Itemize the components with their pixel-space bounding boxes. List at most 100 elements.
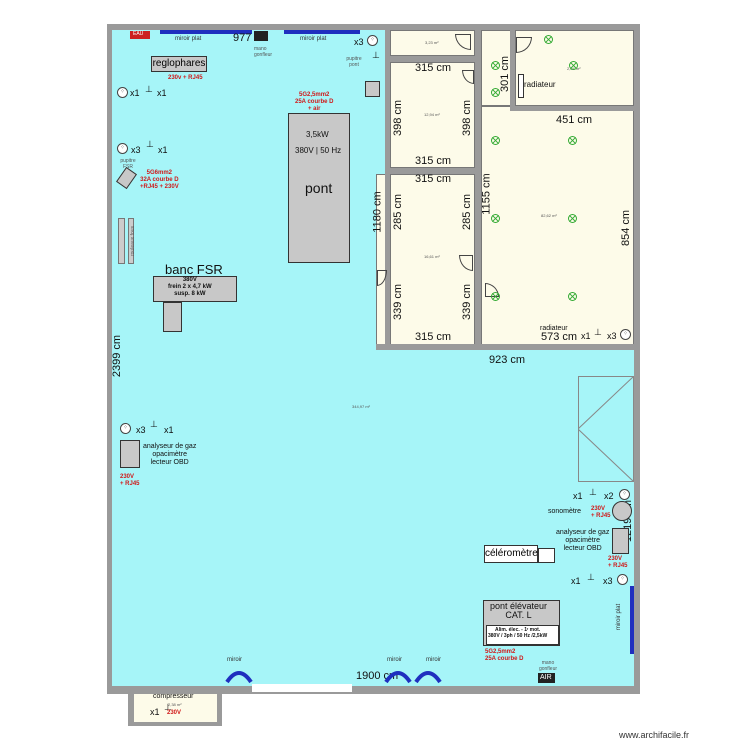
- x1-d: x1: [581, 331, 591, 341]
- wall-h-4: [376, 344, 634, 350]
- area-comp: 2,38 m²: [168, 702, 182, 707]
- dim-923: 923 cm: [489, 354, 526, 366]
- wall-v-1: [385, 30, 390, 348]
- sonometre-icon: [612, 501, 632, 521]
- power-sono: 230V + RJ45: [591, 506, 611, 519]
- dim-315-c: 315 cm: [415, 173, 452, 185]
- analyseur-1-label: analyseur de gaz opacimètre lecteur OBD: [143, 443, 197, 466]
- room-large: [481, 106, 634, 346]
- mirror-right-label: miroir plat: [616, 603, 623, 631]
- watermark: www.archifacile.fr: [619, 730, 690, 740]
- pont-kw: 3,5kW: [306, 130, 329, 139]
- dim-573: 573 cm: [541, 331, 578, 343]
- wall-h-3: [510, 106, 634, 111]
- lamp-icon: [491, 292, 500, 301]
- x1-comp: x1: [150, 707, 160, 717]
- mirror-top-2-label: miroir plat: [300, 36, 327, 42]
- water-label: EAU: [133, 31, 144, 37]
- banc-fsr-stem: [163, 302, 182, 332]
- sonometre-label: sonomètre: [548, 508, 582, 515]
- banc-fsr-box: 380V frein 2 x 4,7 kW susp. 8 kW: [153, 276, 237, 302]
- banc-fsr-label: banc FSR: [165, 262, 223, 277]
- dim-315-a: 315 cm: [415, 62, 452, 74]
- sectional-door: [578, 376, 634, 482]
- pont-elevateur-box: pont élévateur CAT. L Alim. élec. - 1ʳ m…: [483, 600, 560, 646]
- x1-c: x1: [158, 145, 168, 155]
- rj45-g-icon: ⊥: [587, 572, 595, 582]
- rouleaux-label: rouleaux fous: [130, 225, 137, 257]
- analyseur-2-box: [612, 528, 629, 554]
- mano-gonfleur-top-label: mano gonfleur: [254, 46, 273, 58]
- socket-top-icon: ⁘: [367, 35, 378, 46]
- dim-451: 451 cm: [556, 114, 593, 126]
- dim-854: 854 cm: [620, 209, 633, 247]
- pupitre-pont: [365, 81, 380, 97]
- x3-e: x3: [136, 425, 146, 435]
- wall-v-2: [475, 30, 481, 348]
- socket-g-icon: ⁘: [617, 574, 628, 585]
- mirror-bottom-1-icon: [225, 671, 253, 684]
- pont-name: pont: [305, 180, 333, 196]
- cable-pont: 5G2,5mm2 25A courbe D + air: [295, 92, 334, 112]
- dim-398-b: 398 cm: [461, 99, 474, 137]
- x2-f: x2: [604, 491, 614, 501]
- power-comp: 230V: [167, 710, 182, 716]
- power-ana1: 230V + RJ45: [120, 474, 140, 487]
- power-ana2: 230V + RJ45: [608, 556, 628, 569]
- rj45-e-icon: ⊥: [150, 419, 158, 429]
- rouleaux-right: [128, 218, 134, 264]
- pupitre-pont-label: pupitre pont: [346, 56, 362, 68]
- lamp-icon: [568, 214, 577, 223]
- x1-b: x1: [157, 88, 167, 98]
- celerometre-box: céléromètre: [484, 545, 538, 563]
- rouleaux-left: [118, 218, 125, 264]
- analyseur-1-box: [120, 440, 140, 468]
- area-r1: 3,23 m²: [425, 40, 439, 45]
- compresseur-label: compresseur: [153, 693, 194, 700]
- area-r4: 82,62 m²: [541, 213, 557, 218]
- dim-1180: 1180 cm: [371, 191, 384, 233]
- lamp-icon: [491, 214, 500, 223]
- cable-fsr: 5G6mm2 32A courbe D +RJ45 + 230V: [140, 170, 179, 190]
- socket-e-icon: ⁘: [120, 423, 131, 434]
- cable-elev: 5G2,5mm2 25A courbe D: [485, 649, 524, 662]
- air-label: AIR: [540, 674, 552, 681]
- water-marker: [130, 31, 150, 39]
- reglophares-power: 230v + RJ45: [168, 75, 203, 81]
- x3-b: x3: [131, 145, 141, 155]
- reglophares-label: reglophares: [152, 58, 206, 69]
- lamp-icon: [491, 136, 500, 145]
- dim-339-b: 339 cm: [461, 283, 474, 321]
- celerometre-device: [538, 548, 555, 563]
- radiateur-1-icon: [518, 74, 524, 98]
- wall-v-3: [510, 30, 515, 110]
- bottom-door-opening: [252, 684, 352, 692]
- socket-f-icon: ⁘: [619, 489, 630, 500]
- socket-b-icon: ⁘: [117, 143, 128, 154]
- mirror-bottom-1-label: miroir: [227, 657, 242, 663]
- compressor-room: [134, 694, 217, 722]
- reglophares-box: reglophares: [151, 56, 207, 72]
- lamp-icon: [544, 35, 553, 44]
- x3-g: x3: [603, 576, 613, 586]
- rj45-b-icon: ⊥: [146, 139, 154, 149]
- analyseur-2-label: analyseur de gaz opacimètre lecteur OBD: [556, 529, 610, 552]
- pont-elev-spec-box: Alim. élec. - 1ʳ mot. 380V / 3ph / 50 Hz…: [486, 625, 559, 645]
- dim-301: 301 cm: [499, 55, 512, 93]
- dim-315-d: 315 cm: [415, 331, 452, 343]
- x1-a: x1: [130, 88, 140, 98]
- rj45-top-icon: ⊥: [372, 50, 380, 60]
- x3-d: x3: [607, 331, 617, 341]
- dim-398-a: 398 cm: [392, 99, 405, 137]
- radiateur-1-label: radiateur: [524, 80, 556, 89]
- dim-977: 977: [233, 32, 252, 44]
- x1-g: x1: [571, 576, 581, 586]
- pupitre-fsr-label: pupitre FSR: [120, 158, 136, 170]
- dim-1155: 1155 cm: [480, 173, 493, 215]
- rj45-f-icon: ⊥: [589, 487, 597, 497]
- celerometre-label: céléromètre: [485, 548, 538, 559]
- rj45-d-icon: ⊥: [594, 327, 602, 337]
- pont-volt: 380V | 50 Hz: [295, 146, 342, 155]
- mirror-bottom-3-label: miroir: [426, 657, 441, 663]
- banc-spec: 380V frein 2 x 4,7 kW susp. 8 kW: [168, 277, 212, 297]
